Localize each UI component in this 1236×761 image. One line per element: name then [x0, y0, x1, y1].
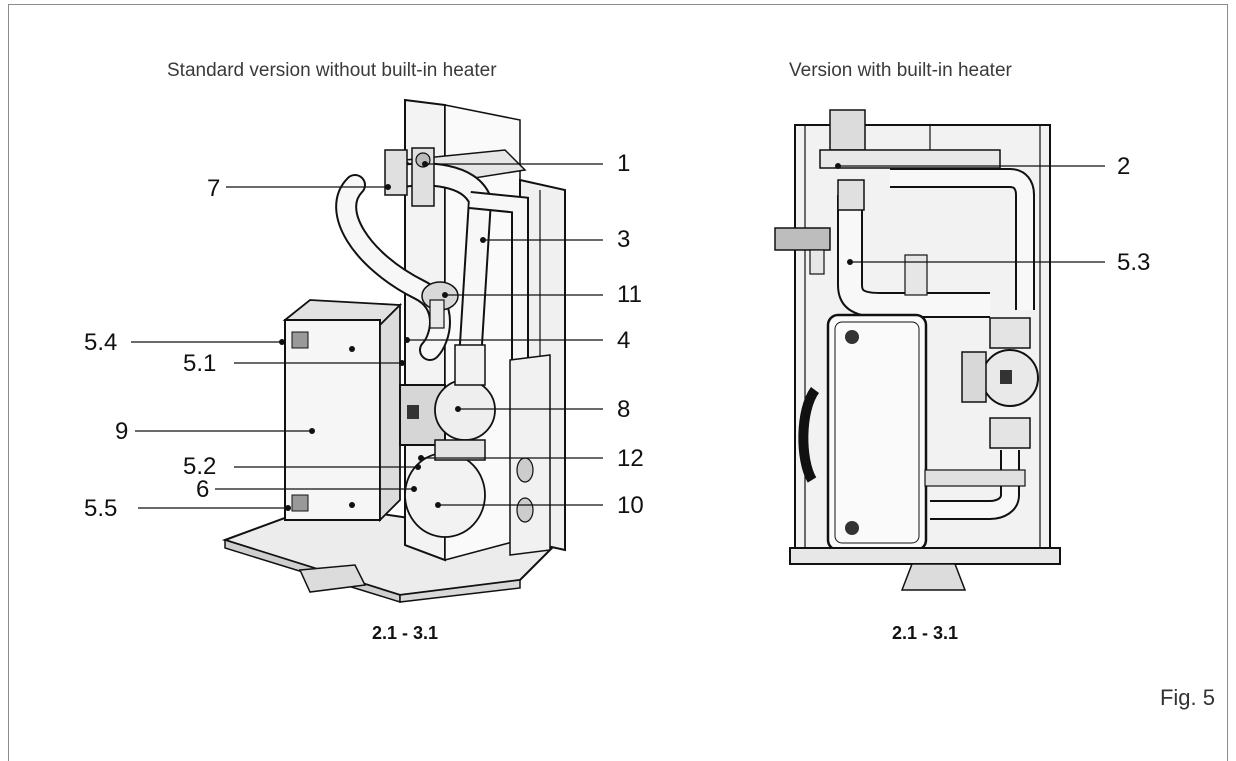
callout-9: 9 [115, 418, 129, 445]
figure-label: Fig. 5 [1159, 685, 1215, 710]
figure-frame [8, 4, 1228, 761]
callout-11: 11 [617, 281, 642, 308]
callout-5-5: 5.5 [84, 495, 118, 522]
callout-10: 10 [617, 492, 644, 519]
callout-8: 8 [617, 396, 631, 423]
callout-4: 4 [617, 327, 631, 354]
callout-3: 3 [617, 226, 631, 253]
callout-5-3: 5.3 [1117, 249, 1151, 276]
callout-1: 1 [617, 150, 631, 177]
callout-2: 2 [1117, 153, 1131, 180]
right-panel-caption: 2.1 - 3.1 [892, 623, 959, 643]
callout-12: 12 [617, 445, 644, 472]
left-panel-title: Standard version without built-in heater [167, 60, 497, 81]
callout-5-1: 5.1 [183, 350, 217, 377]
right-panel-title: Version with built-in heater [789, 60, 1012, 81]
callout-5-2: 5.2 [183, 453, 217, 480]
callout-5-4: 5.4 [84, 329, 118, 356]
callout-6: 6 [196, 476, 210, 503]
callout-7: 7 [207, 175, 221, 202]
left-panel-caption: 2.1 - 3.1 [372, 623, 439, 643]
